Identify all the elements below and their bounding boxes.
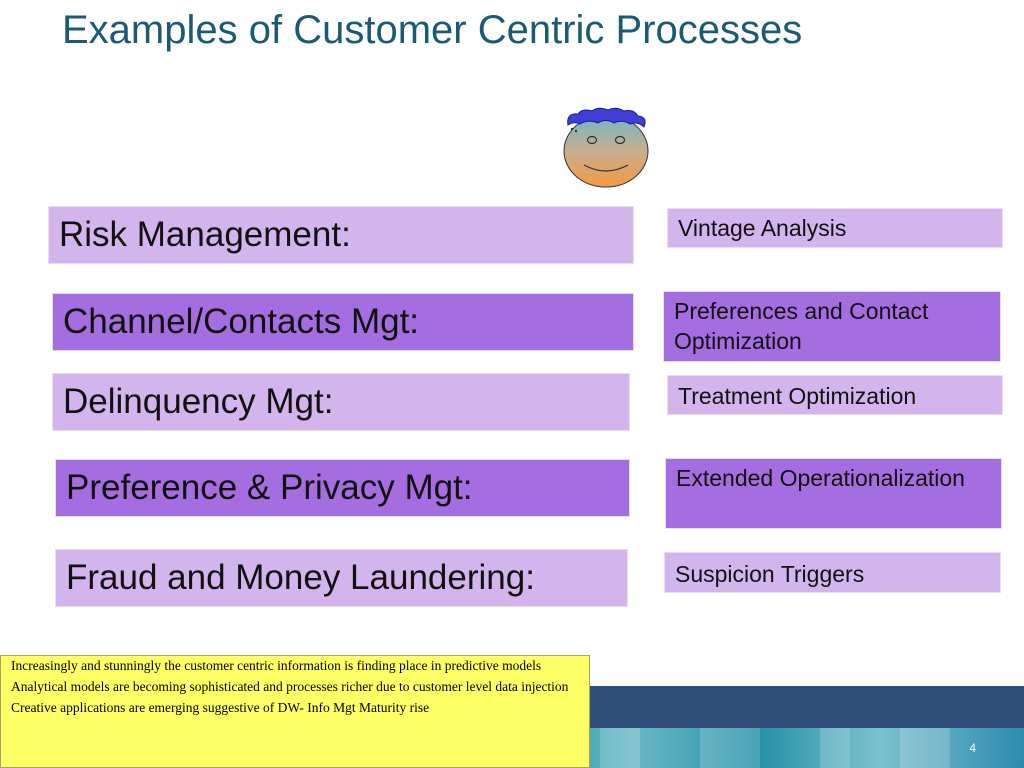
contact-optimization-box: Preferences and Contact Optimization <box>663 291 1001 362</box>
example-label: Suspicion Triggers <box>675 561 865 587</box>
delinquency-box: Delinquency Mgt: <box>52 373 630 431</box>
note-item: Creative applications are emerging sugge… <box>11 700 430 715</box>
preference-privacy-box: Preference & Privacy Mgt: <box>55 459 630 517</box>
note-item: Analytical models are becoming sophistic… <box>11 679 569 694</box>
example-label: Vintage Analysis <box>678 215 847 241</box>
risk-management-box: Risk Management: <box>48 206 634 264</box>
channel-contacts-box: Channel/Contacts Mgt: <box>52 293 634 351</box>
slide-title: Examples of Customer Centric Processes <box>62 8 803 52</box>
example-label: Extended Operationalization <box>676 465 965 491</box>
notes-callout: Increasingly and stunningly the customer… <box>0 655 590 768</box>
page-number: 4 <box>969 741 976 755</box>
note-item: Increasingly and stunningly the customer… <box>11 658 542 673</box>
treatment-optimization-box: Treatment Optimization <box>667 375 1003 415</box>
example-label: Preferences and Contact Optimization <box>674 298 929 354</box>
process-label: Fraud and Money Laundering: <box>66 558 535 597</box>
suspicion-triggers-box: Suspicion Triggers <box>664 552 1001 593</box>
example-label: Treatment Optimization <box>678 383 917 409</box>
vintage-analysis-box: Vintage Analysis <box>667 208 1003 248</box>
smiley-face-icon <box>563 107 649 188</box>
process-label: Risk Management: <box>59 215 351 254</box>
extended-operationalization-box: Extended Operationalization <box>665 458 1002 529</box>
process-label: Channel/Contacts Mgt: <box>63 302 420 341</box>
fraud-box: Fraud and Money Laundering: <box>55 549 628 607</box>
process-label: Delinquency Mgt: <box>63 382 334 421</box>
process-label: Preference & Privacy Mgt: <box>66 468 473 507</box>
